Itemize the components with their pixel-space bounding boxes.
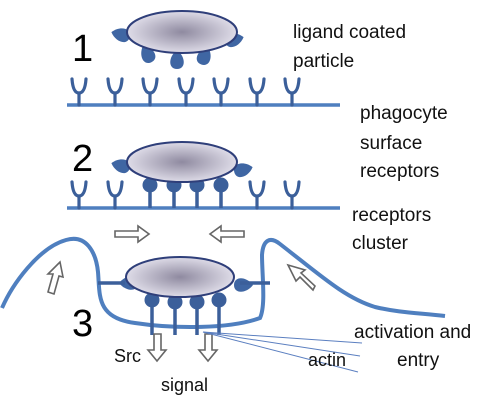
receptor-group-step3 bbox=[144, 292, 227, 335]
particle-step1 bbox=[126, 10, 238, 54]
cluster-arrows bbox=[114, 224, 245, 244]
receptor-step1-6 bbox=[248, 77, 266, 107]
label-cluster: cluster bbox=[352, 233, 408, 254]
receptor-step3-bound-4 bbox=[211, 292, 227, 335]
pseudopod-arrow-left bbox=[46, 260, 65, 296]
pseudopod-arrow-right bbox=[286, 263, 316, 292]
ligand-step3-2 bbox=[234, 278, 253, 292]
receptor-step1-1 bbox=[70, 77, 88, 107]
receptor-step1-3 bbox=[141, 77, 159, 107]
receptor-step2-bound-4 bbox=[213, 177, 229, 208]
receptor-group-step2 bbox=[70, 177, 301, 210]
label-actin: actin bbox=[308, 350, 347, 370]
label-ligand-coated: ligand coated bbox=[293, 22, 407, 43]
label-surface: surface bbox=[360, 133, 423, 154]
receptor-step2-free-4 bbox=[283, 180, 301, 210]
receptor-step2-free-1 bbox=[70, 180, 88, 210]
label-activation-and: activation and bbox=[354, 322, 472, 343]
step-number-1: 1 bbox=[72, 28, 94, 70]
receptor-step1-2 bbox=[106, 77, 124, 107]
particle-step2 bbox=[126, 141, 238, 183]
receptor-step1-7 bbox=[283, 77, 301, 107]
label-receptors-cluster-1: receptors bbox=[352, 205, 432, 226]
particle-step3 bbox=[125, 256, 235, 298]
ligand-particle-step2 bbox=[111, 141, 253, 183]
ligand-particle-step3 bbox=[98, 256, 270, 298]
receptor-step1-4 bbox=[177, 77, 195, 107]
label-entry: entry bbox=[397, 350, 440, 371]
label-receptors: receptors bbox=[360, 161, 440, 182]
step-number-2: 2 bbox=[72, 138, 94, 180]
ligand-particle-step1 bbox=[111, 10, 244, 69]
membrane-step3-cup bbox=[0, 236, 446, 330]
receptor-step3-bound-3 bbox=[189, 294, 205, 335]
cluster-arrow-left bbox=[208, 224, 245, 244]
receptor-step2-bound-1 bbox=[142, 177, 158, 208]
receptor-step1-5 bbox=[212, 77, 230, 107]
ligand-step1-3 bbox=[170, 50, 184, 69]
receptor-step2-free-3 bbox=[248, 180, 266, 210]
receptor-group-step1 bbox=[70, 77, 301, 107]
actin-lines bbox=[202, 331, 363, 373]
ligand-step1-1 bbox=[111, 28, 130, 43]
cluster-arrow-right bbox=[114, 224, 151, 244]
label-src: Src bbox=[114, 346, 141, 366]
receptor-step3-bound-2 bbox=[167, 294, 183, 335]
signal-arrow-left bbox=[146, 333, 168, 363]
label-signal: signal bbox=[161, 375, 209, 395]
label-phagocyte: phagocyte bbox=[360, 103, 448, 124]
receptor-step2-free-2 bbox=[106, 180, 124, 210]
signal-arrow-right bbox=[197, 333, 219, 363]
step-number-3: 3 bbox=[72, 303, 94, 345]
label-particle: particle bbox=[293, 51, 355, 72]
receptor-step3-bound-1 bbox=[144, 292, 160, 335]
ligand-step2-1 bbox=[111, 159, 130, 174]
ligand-step2-2 bbox=[234, 163, 253, 178]
